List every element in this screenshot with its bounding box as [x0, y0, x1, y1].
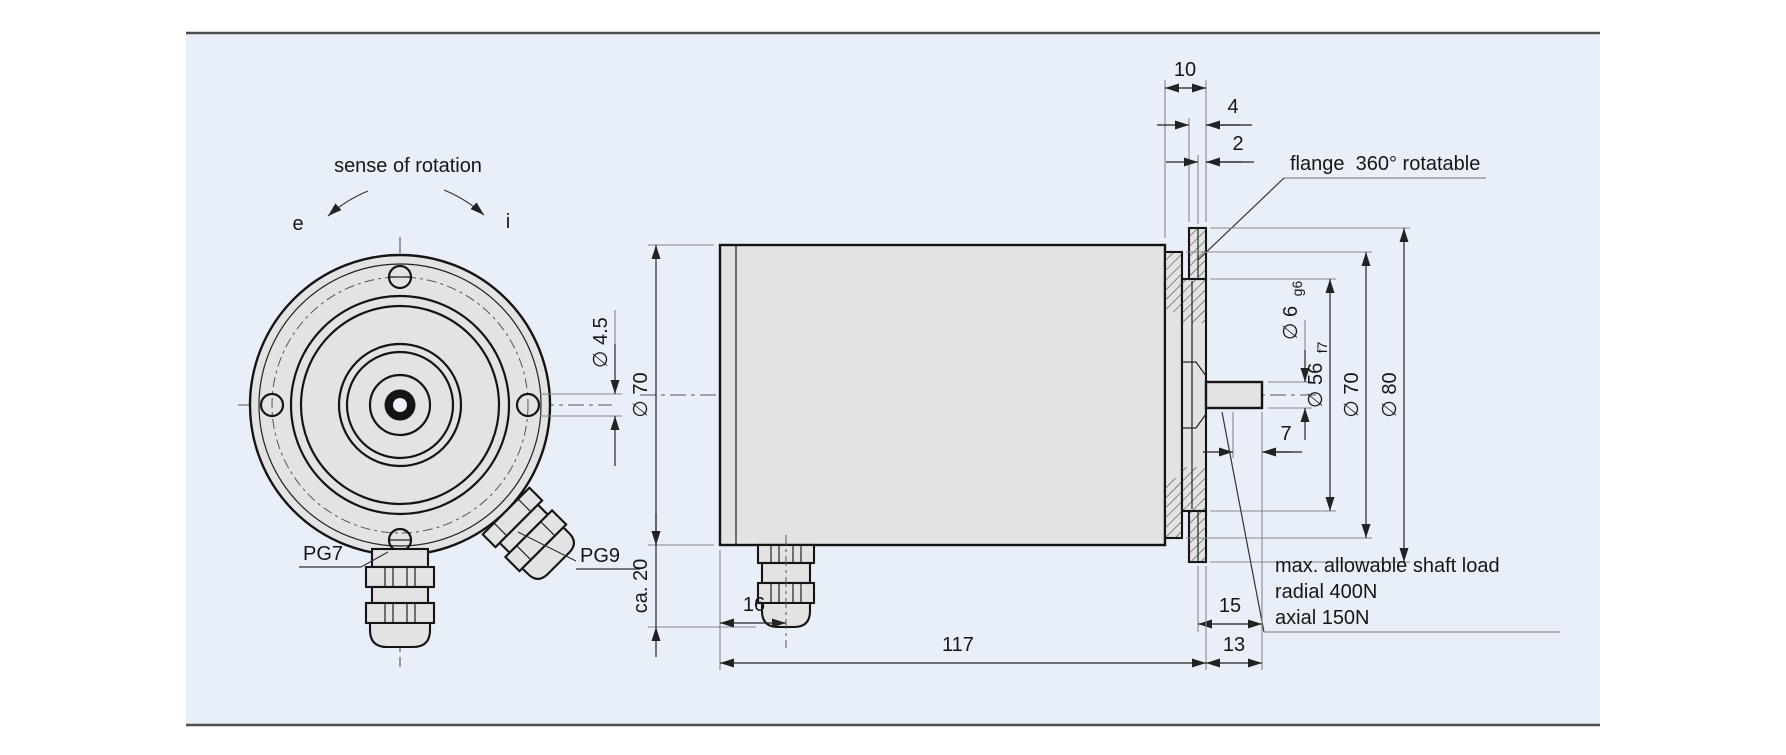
rotation-e-label: e [292, 213, 303, 235]
dim-body-length: 117 [720, 566, 1207, 670]
flange-tab-top [1187, 226, 1208, 281]
dim-spigot-fit-label: f7 [1314, 341, 1330, 353]
dim-gland-height: ca. 20 [630, 515, 756, 657]
dim-tab-width: 4 [1157, 96, 1252, 222]
hub-ring-outer [337, 342, 463, 468]
flange-tab-bottom [1187, 509, 1208, 564]
hub-ring-inner [345, 350, 455, 460]
pg7-label: PG7 [303, 543, 343, 565]
dim-ca-20-label: ca. 20 [630, 559, 652, 613]
shaft-boss [368, 373, 432, 437]
dim-flange-depth: 10 [1164, 59, 1207, 238]
dim-shaft-length: 13 [1206, 634, 1262, 668]
shaft [1204, 380, 1264, 410]
dim-shaft-diameter: ∅ 6 g6 [1268, 281, 1312, 440]
flange-chamfer-circle [258, 263, 542, 547]
dim-117-label: 117 [942, 634, 974, 656]
mounting-hole-top [387, 264, 413, 290]
dim-2-label: 2 [1232, 133, 1243, 155]
pg9-label: PG9 [580, 545, 620, 567]
shaft-load-annotation: max. allowable shaft load radial 400N ax… [1221, 411, 1560, 633]
shaft-center-hole [393, 398, 407, 412]
rotation-arrow-right-icon [443, 189, 485, 216]
shaft-load-line2: radial 400N [1275, 581, 1377, 603]
pg7-annotation: PG7 [299, 543, 389, 568]
dim-body-diameter-label: ∅ 70 [630, 372, 652, 417]
dim-front-length: 15 [1197, 412, 1263, 670]
dim-gland-offset: 16 [719, 550, 786, 670]
dim-spigot-diameter: ∅ 56 f7 [1210, 278, 1336, 512]
dim-tab-lip: 2 [1166, 133, 1254, 224]
cable-gland-front-pg7 [364, 547, 436, 649]
rotation-arrow-left-icon [327, 190, 369, 217]
hole-diameter-dimension: ∅ 4.5 [540, 310, 622, 466]
dim-flange-diameter-label: ∅ 70 [1341, 372, 1363, 417]
mounting-hole-right [515, 392, 541, 418]
pg9-annotation: PG9 [517, 531, 640, 570]
dim-spigot-diameter-label: ∅ 56 [1305, 363, 1327, 408]
flange-note-annotation: flange 360° rotatable [1197, 153, 1486, 261]
hole-diameter-dim-label: ∅ 4.5 [590, 317, 612, 368]
dim-16-label: 16 [743, 594, 765, 616]
sense-of-rotation-label: sense of rotation [334, 155, 482, 177]
dim-10-label: 10 [1174, 59, 1196, 81]
front-view: sense of rotation e i ∅ 4.5 PG7 PG9 [238, 155, 640, 667]
dim-flange-diameter: ∅ 70 [1186, 251, 1372, 539]
encoder-body [718, 243, 1167, 547]
servo-groove-inner [299, 304, 501, 506]
dim-shaft-diameter-label: ∅ 6 [1280, 306, 1302, 340]
servo-groove-outer [289, 294, 511, 516]
dim-body-diameter: ∅ 70 [630, 244, 714, 546]
shaft-load-line3: axial 150N [1275, 607, 1370, 629]
flange-note-label: flange 360° rotatable [1290, 153, 1480, 175]
svg-text:∅ 56 f7: ∅ 56 f7 [1305, 341, 1330, 408]
dim-flange-outer-diameter-label: ∅ 80 [1379, 372, 1401, 417]
dim-15-label: 15 [1219, 595, 1241, 617]
shaft-load-line1: max. allowable shaft load [1275, 555, 1500, 577]
side-view: 10 4 2 flange 360° rotatable [630, 59, 1560, 670]
dim-clamp-length: 7 [1203, 412, 1302, 458]
dim-flange-outer-diameter: ∅ 80 [1210, 227, 1410, 563]
rotation-i-label: i [506, 211, 510, 233]
svg-text:∅ 6 g6: ∅ 6 g6 [1280, 281, 1305, 340]
dim-shaft-fit-label: g6 [1289, 281, 1305, 297]
mounting-hole-left [259, 392, 285, 418]
dim-7-label: 7 [1280, 423, 1291, 445]
dim-13-label: 13 [1223, 634, 1245, 656]
dim-4-label: 4 [1227, 96, 1238, 118]
